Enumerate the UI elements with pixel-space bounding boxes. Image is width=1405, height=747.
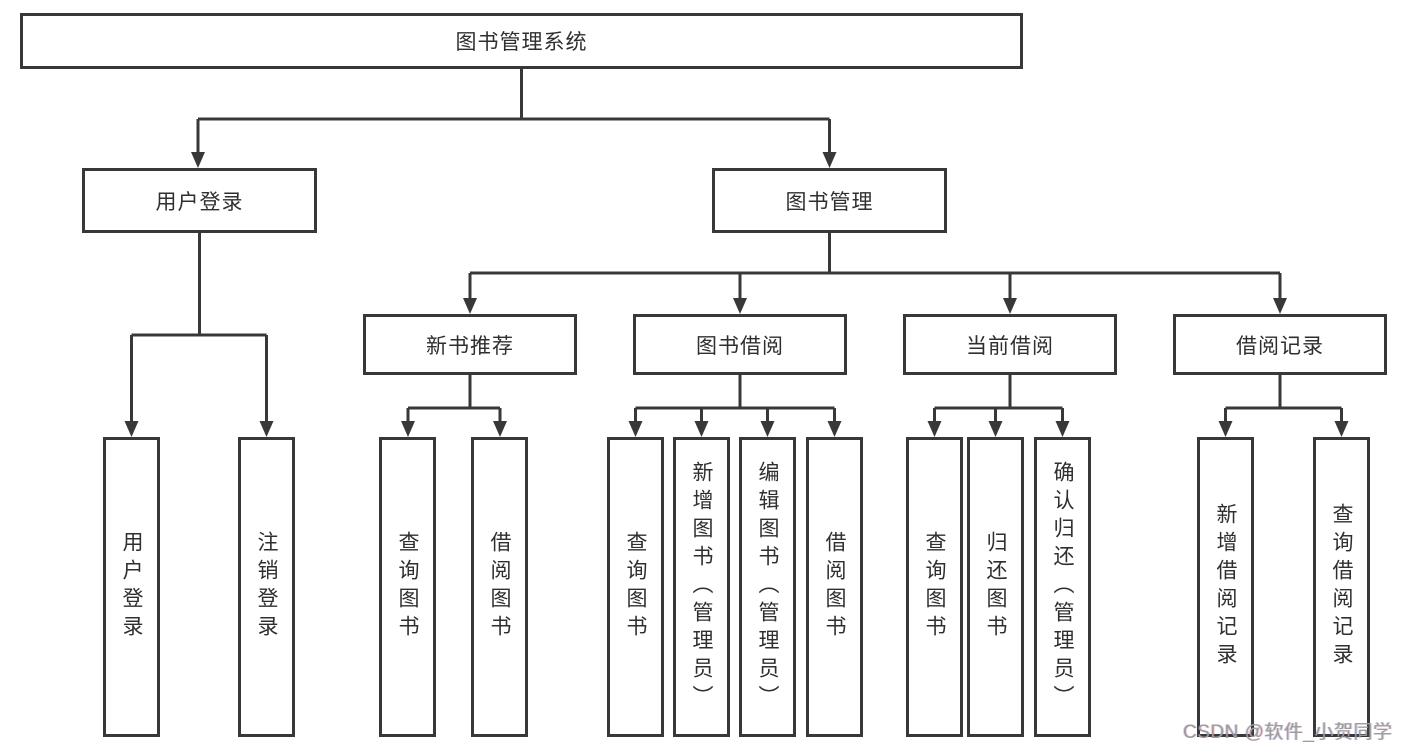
node-new-book-recommend: 新书推荐 xyxy=(363,314,577,375)
leaf-label: 用户登录 xyxy=(120,531,143,643)
leaf-query-books-recommend: 查询图书 xyxy=(379,437,436,737)
leaf-user-login: 用户登录 xyxy=(103,437,160,737)
leaf-add-book-admin: 新增图书（管理员） xyxy=(673,437,730,737)
leaf-label: 查询图书 xyxy=(396,531,419,643)
leaf-query-books-current: 查询图书 xyxy=(906,437,963,737)
leaf-borrow-books: 借阅图书 xyxy=(806,437,863,737)
node-book-management: 图书管理 xyxy=(712,168,947,233)
leaf-label: 新增借阅记录 xyxy=(1214,503,1237,671)
leaf-query-borrow-record: 查询借阅记录 xyxy=(1313,437,1370,737)
leaf-label: 查询图书 xyxy=(624,531,647,643)
leaf-add-borrow-record: 新增借阅记录 xyxy=(1197,437,1254,737)
leaf-borrow-books-recommend: 借阅图书 xyxy=(471,437,528,737)
leaf-edit-book-admin: 编辑图书（管理员） xyxy=(739,437,796,737)
node-book-borrow: 图书借阅 xyxy=(633,314,847,375)
leaf-label: 新增图书（管理员） xyxy=(690,461,713,713)
leaf-label: 归还图书 xyxy=(984,531,1007,643)
node-current-borrow: 当前借阅 xyxy=(903,314,1117,375)
leaf-label: 查询借阅记录 xyxy=(1330,503,1353,671)
leaf-label: 编辑图书（管理员） xyxy=(756,461,779,713)
leaf-label: 查询图书 xyxy=(923,531,946,643)
csdn-watermark: CSDN @软件_小贺同学 xyxy=(1183,722,1393,743)
node-user-login: 用户登录 xyxy=(82,168,317,233)
leaf-label: 借阅图书 xyxy=(823,531,846,643)
leaf-confirm-return-admin: 确认归还（管理员） xyxy=(1034,437,1091,737)
leaf-logout: 注销登录 xyxy=(238,437,295,737)
node-root-library-system: 图书管理系统 xyxy=(20,13,1023,69)
leaf-return-book: 归还图书 xyxy=(967,437,1024,737)
leaf-label: 借阅图书 xyxy=(488,531,511,643)
leaf-query-books-borrow: 查询图书 xyxy=(607,437,664,737)
leaf-label: 确认归还（管理员） xyxy=(1051,461,1074,713)
node-borrow-records: 借阅记录 xyxy=(1173,314,1387,375)
leaf-label: 注销登录 xyxy=(255,531,278,643)
